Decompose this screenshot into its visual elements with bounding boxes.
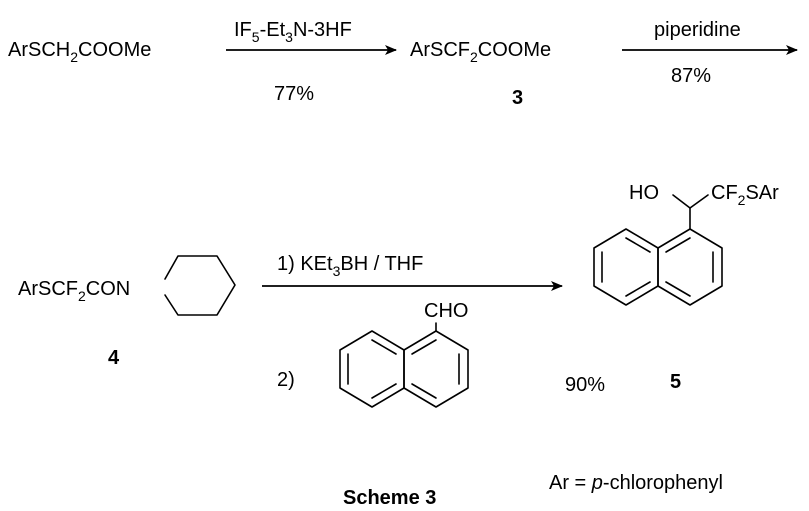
scheme-caption: Scheme 3 <box>343 487 436 509</box>
yield-87: 87% <box>671 65 711 87</box>
product-5-structure <box>593 194 723 306</box>
yield-77: 77% <box>274 83 314 105</box>
compound-3-formula: ArSCF2COOMe <box>410 39 551 65</box>
compound-4-label: 4 <box>108 347 120 369</box>
yield-90: 90% <box>565 374 605 396</box>
aldehyde-group: CHO <box>424 300 468 322</box>
compound-5-label: 5 <box>670 371 681 393</box>
reagent-if5: IF5-Et3N-3HF <box>234 19 352 45</box>
piperidine-ring <box>164 255 236 316</box>
aryl-definition: Ar = p-chlorophenyl <box>549 472 723 494</box>
reagent-piperidine: piperidine <box>654 19 741 41</box>
step-1-reagent: 1) KEt3BH / THF <box>277 253 423 279</box>
difluoromethyl-thioether: CF2SAr <box>711 182 779 208</box>
hydroxyl-group: HO <box>629 182 659 204</box>
compound-3-label: 3 <box>512 87 523 109</box>
compound-4-formula: ArSCF2CON <box>18 278 130 304</box>
starting-material: ArSCH2COOMe <box>8 39 151 65</box>
step-2-label: 2) <box>277 369 295 391</box>
naphthaldehyde-structure <box>339 322 469 408</box>
